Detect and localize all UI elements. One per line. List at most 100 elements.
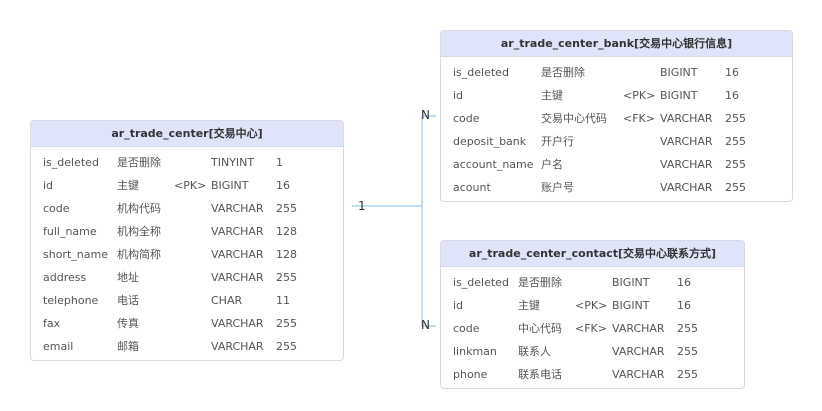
field-comment: 地址	[117, 271, 139, 284]
field-comment: 账户号	[541, 181, 574, 194]
entity-table-center[interactable]: ar_trade_center[交易中心] is_deleted 是否删除 TINYI…	[30, 120, 344, 361]
field-length: 255	[276, 202, 297, 215]
field-row: acount 账户号 VARCHAR 255	[441, 176, 792, 199]
field-row: telephone 电话 CHAR 11	[31, 289, 343, 312]
field-name: id	[43, 179, 54, 192]
field-type: VARCHAR	[660, 112, 713, 125]
field-key: <FK>	[575, 322, 607, 335]
field-row: phone 联系电话 VARCHAR 255	[441, 363, 744, 386]
field-type: VARCHAR	[211, 225, 264, 238]
field-length: 255	[677, 345, 698, 358]
field-type: VARCHAR	[211, 248, 264, 261]
field-comment: 是否删除	[541, 66, 585, 79]
field-comment: 联系电话	[518, 368, 562, 381]
field-type: CHAR	[211, 294, 243, 307]
entity-title: ar_trade_center_bank[交易中心银行信息]	[441, 31, 792, 57]
cardinality-many-bank-label: N	[421, 108, 430, 122]
field-type: BIGINT	[660, 89, 698, 102]
field-type: VARCHAR	[660, 158, 713, 171]
field-key: <FK>	[623, 112, 655, 125]
field-length: 128	[276, 225, 297, 238]
field-comment: 交易中心代码	[541, 112, 607, 125]
entity-title: ar_trade_center[交易中心]	[31, 121, 343, 147]
field-name: fax	[43, 317, 61, 330]
field-name: is_deleted	[43, 156, 99, 169]
entity-table-contact[interactable]: ar_trade_center_contact[交易中心联系方式] is_dele…	[440, 240, 745, 389]
field-length: 128	[276, 248, 297, 261]
field-length: 16	[276, 179, 290, 192]
field-length: 255	[276, 317, 297, 330]
field-name: code	[453, 322, 480, 335]
field-name: full_name	[43, 225, 97, 238]
field-type: VARCHAR	[211, 202, 264, 215]
field-length: 16	[677, 276, 691, 289]
field-length: 255	[725, 158, 746, 171]
field-name: acount	[453, 181, 491, 194]
cardinality-many-contact-label: N	[421, 318, 430, 332]
field-length: 255	[677, 322, 698, 335]
field-type: VARCHAR	[211, 271, 264, 284]
entity-title: ar_trade_center_contact[交易中心联系方式]	[441, 241, 744, 267]
field-type: TINYINT	[211, 156, 255, 169]
field-comment: 邮箱	[117, 340, 139, 353]
field-comment: 机构全称	[117, 225, 161, 238]
field-name: short_name	[43, 248, 108, 261]
field-comment: 联系人	[518, 345, 551, 358]
field-length: 255	[725, 112, 746, 125]
field-name: id	[453, 89, 464, 102]
field-name: phone	[453, 368, 488, 381]
field-key: <PK>	[623, 89, 656, 102]
field-type: BIGINT	[660, 66, 698, 79]
field-length: 255	[677, 368, 698, 381]
field-row: short_name 机构简称 VARCHAR 128	[31, 243, 343, 266]
field-name: linkman	[453, 345, 497, 358]
field-comment: 主键	[518, 299, 540, 312]
field-comment: 主键	[541, 89, 563, 102]
field-row: code 中心代码 <FK> VARCHAR 255	[441, 317, 744, 340]
field-name: email	[43, 340, 74, 353]
field-length: 11	[276, 294, 290, 307]
field-length: 16	[677, 299, 691, 312]
field-type: VARCHAR	[612, 322, 665, 335]
cardinality-one-label: 1	[358, 199, 366, 213]
field-type: BIGINT	[211, 179, 249, 192]
field-type: VARCHAR	[612, 345, 665, 358]
field-name: deposit_bank	[453, 135, 527, 148]
field-type: BIGINT	[612, 276, 650, 289]
entity-table-bank[interactable]: ar_trade_center_bank[交易中心银行信息]is_deleted…	[440, 30, 793, 202]
field-length: 1	[276, 156, 283, 169]
field-type: VARCHAR	[660, 181, 713, 194]
field-row: code 交易中心代码 <FK> VARCHAR 255	[441, 107, 792, 130]
field-name: id	[453, 299, 464, 312]
field-comment: 是否删除	[518, 276, 562, 289]
field-comment: 是否删除	[117, 156, 161, 169]
field-comment: 机构代码	[117, 202, 161, 215]
field-length: 255	[725, 135, 746, 148]
field-name: telephone	[43, 294, 99, 307]
field-type: VARCHAR	[612, 368, 665, 381]
field-name: code	[453, 112, 480, 125]
field-comment: 户名	[541, 158, 563, 171]
field-comment: 中心代码	[518, 322, 562, 335]
field-comment: 机构简称	[117, 248, 161, 261]
field-key: <PK>	[174, 179, 207, 192]
field-row: is_deleted 是否删除 TINYINT 1	[31, 151, 343, 174]
field-comment: 主键	[117, 179, 139, 192]
field-comment: 开户行	[541, 135, 574, 148]
field-name: is_deleted	[453, 276, 509, 289]
field-row: full_name 机构全称 VARCHAR 128	[31, 220, 343, 243]
field-comment: 电话	[117, 294, 139, 307]
field-row: account_name 户名 VARCHAR 255	[441, 153, 792, 176]
field-length: 255	[725, 181, 746, 194]
field-name: account_name	[453, 158, 534, 171]
